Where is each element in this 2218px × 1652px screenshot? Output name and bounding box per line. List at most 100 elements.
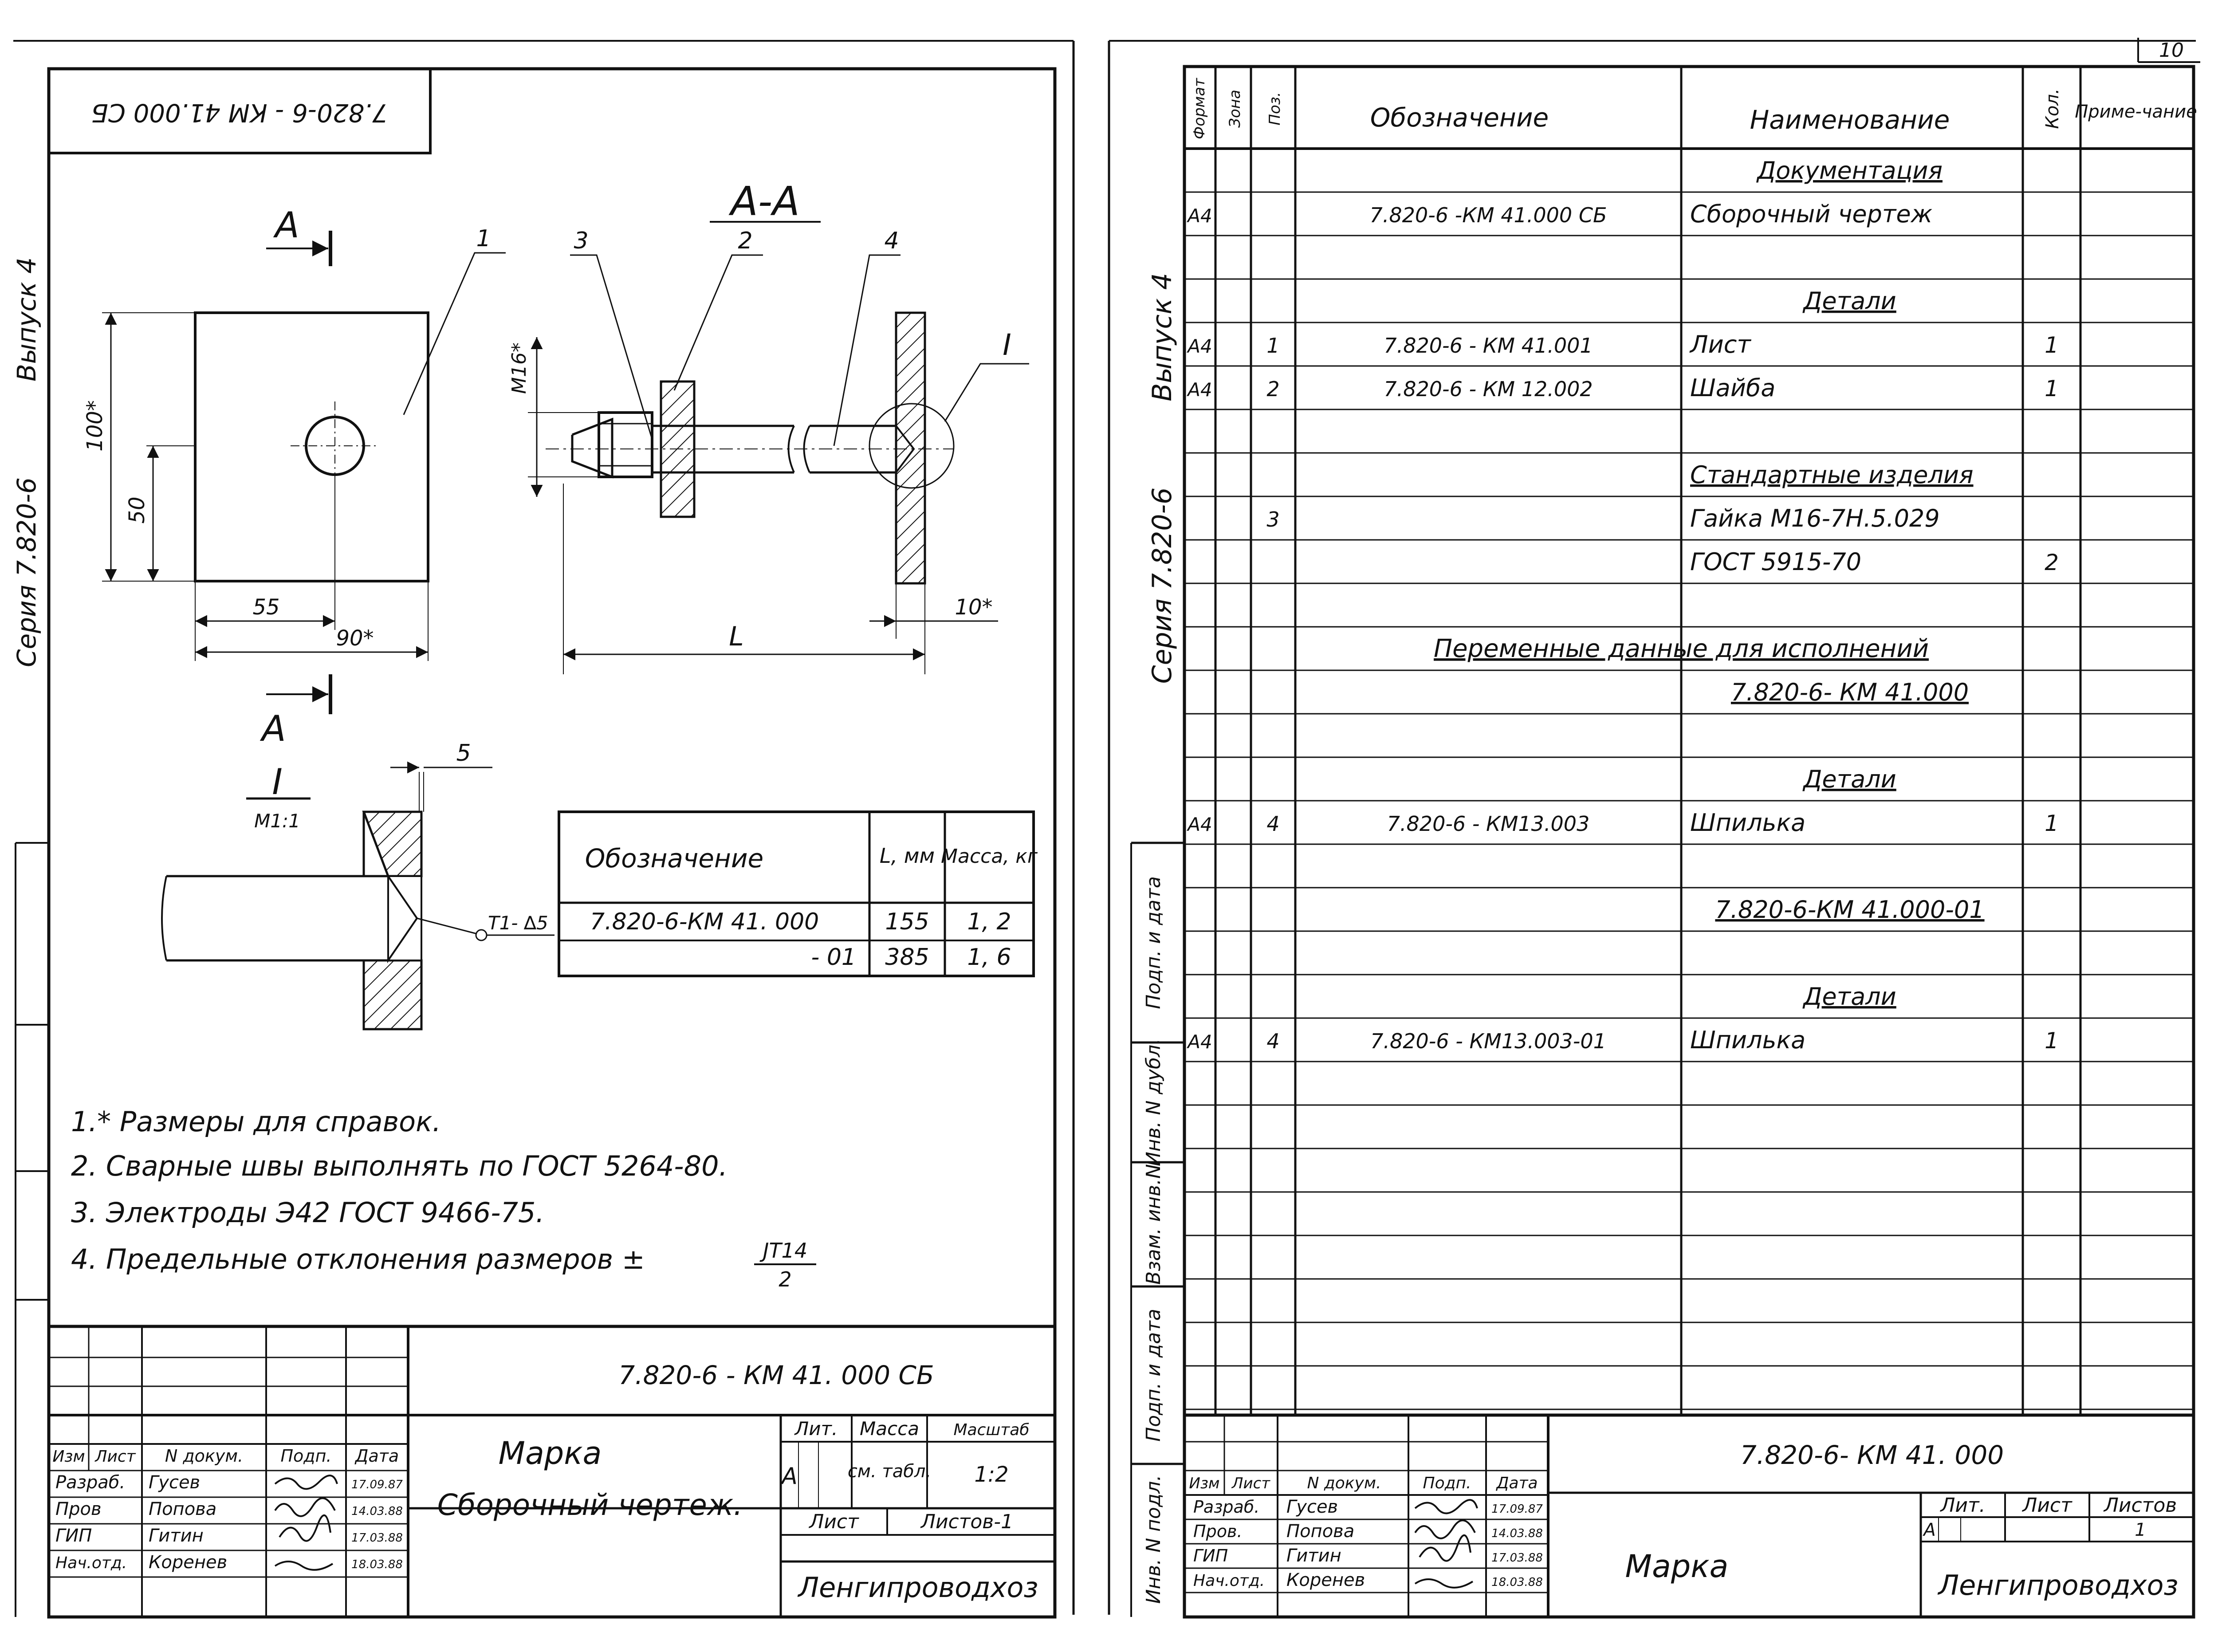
left-tb-date-1: 17.09.87 bbox=[351, 1478, 403, 1491]
right-tb-role-1: Разраб. bbox=[1193, 1497, 1259, 1517]
spec-h-zone: Зона bbox=[1226, 90, 1244, 128]
spec-qty: 1 bbox=[2045, 1028, 2059, 1054]
spec-qty: 1 bbox=[2045, 332, 2059, 358]
dim-10-text: 10* bbox=[955, 595, 992, 620]
left-tb-lit-value: А bbox=[780, 1463, 798, 1490]
right-title-block bbox=[1184, 1413, 2194, 1617]
callout-detail-I: I bbox=[1003, 328, 1011, 362]
right-tb-h-sign: Подп. bbox=[1423, 1474, 1471, 1492]
left-tb-scale-label: Масштаб bbox=[953, 1421, 1029, 1439]
left-tb-mass-label: Масса bbox=[860, 1418, 919, 1440]
left-tb-mass-value: см. табл. bbox=[848, 1461, 931, 1482]
right-tb-org: Ленгипроводхоз bbox=[1938, 1569, 2179, 1601]
spec-designation: 7.820-6 - КМ13.003 bbox=[1387, 812, 1590, 836]
spec-name: Гайка М16-7Н.5.029 bbox=[1690, 504, 1940, 532]
stamp-code: 7.820-6 - КМ 41.000 СБ bbox=[91, 98, 388, 127]
right-strip-label-4: Подп. и дата bbox=[1142, 1309, 1165, 1442]
right-tb-h-izm: Изм bbox=[1189, 1475, 1219, 1492]
right-tb-h-doc: N докум. bbox=[1307, 1474, 1381, 1492]
right-tb-title: Марка bbox=[1625, 1548, 1729, 1585]
detail-view bbox=[161, 761, 554, 1031]
note-2: 2. Сварные швы выполнять по ГОСТ 5264-80… bbox=[71, 1150, 728, 1182]
page-number-box: 10 bbox=[2137, 38, 2200, 63]
callout-4: 4 bbox=[884, 228, 899, 254]
right-tb-lit-label: Лит. bbox=[1939, 1494, 1985, 1517]
dim-50-text: 50 bbox=[125, 496, 149, 523]
left-tb-sheets-label: Листов-1 bbox=[920, 1510, 1013, 1533]
spec-format: А4 bbox=[1186, 1031, 1212, 1053]
spec-name: Документация bbox=[1756, 157, 1943, 185]
spec-h-name: Наименование bbox=[1750, 105, 1950, 135]
spec-table bbox=[1184, 67, 2194, 1415]
var-header-mass: Масса, кг bbox=[941, 845, 1038, 868]
right-tb-date-2: 14.03.88 bbox=[1491, 1527, 1543, 1540]
callout-1: 1 bbox=[476, 225, 491, 252]
section-arrow-label-bottom: А bbox=[260, 708, 286, 749]
var-row1-length: 155 bbox=[885, 909, 929, 935]
right-signatures bbox=[1414, 1499, 1478, 1589]
left-tb-title-1: Марка bbox=[499, 1435, 602, 1471]
left-tb-date-4: 18.03.88 bbox=[351, 1558, 403, 1571]
spec-qty: 1 bbox=[2045, 810, 2059, 836]
spec-h-pos: Поз. bbox=[1266, 92, 1284, 125]
spec-name: Детали bbox=[1802, 983, 1896, 1011]
spec-name: Шайба bbox=[1690, 374, 1775, 402]
dim-55-text: 55 bbox=[252, 595, 279, 620]
right-tb-doc-code: 7.820-6- КМ 41. 000 bbox=[1740, 1440, 2004, 1470]
dim-90-text: 90* bbox=[336, 626, 374, 651]
spec-format: А4 bbox=[1186, 205, 1212, 227]
tolerance-numerator: JT14 bbox=[759, 1239, 807, 1263]
section-a-a bbox=[528, 221, 1029, 674]
callout-2: 2 bbox=[738, 228, 752, 254]
left-tb-date-2: 14.03.88 bbox=[351, 1505, 403, 1518]
right-tb-role-4: Нач.отд. bbox=[1193, 1572, 1265, 1590]
left-sheet bbox=[13, 40, 1075, 1619]
right-tb-date-4: 18.03.88 bbox=[1491, 1576, 1543, 1589]
left-tb-h-date: Дата bbox=[354, 1446, 399, 1466]
var-row1-designation: 7.820-6-КМ 41. 000 bbox=[590, 909, 819, 935]
spec-h-qty: Кол. bbox=[2042, 88, 2063, 129]
right-strip-label-3: Взам. инв.N bbox=[1142, 1164, 1165, 1285]
var-row1-mass: 1, 2 bbox=[967, 909, 1011, 935]
signatures bbox=[274, 1475, 338, 1571]
left-tb-role-4: Нач.отд. bbox=[55, 1554, 127, 1572]
right-strip-label-1: Подп. и дата bbox=[1142, 876, 1165, 1009]
left-tb-h-list: Лист bbox=[94, 1447, 136, 1466]
right-tb-sheet-label: Лист bbox=[2021, 1494, 2072, 1517]
spec-position: 4 bbox=[1266, 812, 1279, 836]
spec-h-note: Приме-чание bbox=[2075, 102, 2197, 122]
dim-100-text: 100* bbox=[83, 400, 107, 452]
spec-name: ГОСТ 5915-70 bbox=[1690, 548, 1861, 576]
spec-name: Стандартные изделия bbox=[1690, 461, 1974, 489]
var-row2-mass: 1, 6 bbox=[967, 944, 1011, 971]
var-header-length: L, мм bbox=[880, 844, 935, 868]
right-strip-label-2: Инв. N дубл. bbox=[1142, 1038, 1165, 1166]
left-tb-date-3: 17.03.88 bbox=[351, 1531, 403, 1545]
spec-name: Детали bbox=[1802, 287, 1896, 315]
spec-format: А4 bbox=[1186, 814, 1212, 835]
left-side-series: Серия 7.820-6 bbox=[12, 477, 42, 667]
variant-table bbox=[558, 810, 1035, 977]
spec-span-heading: Переменные данные для исполнений bbox=[1434, 634, 1929, 663]
spec-designation: 7.820-6 -КМ 41.000 СБ bbox=[1370, 203, 1607, 227]
spec-designation: 7.820-6 - КМ 41.001 bbox=[1384, 334, 1593, 358]
right-tb-lit-value: А bbox=[1922, 1520, 1935, 1540]
dim-L-text: L bbox=[729, 621, 743, 652]
right-sheet-frame bbox=[1108, 40, 2196, 1619]
left-tb-sheet-label: Лист bbox=[808, 1510, 859, 1533]
spec-name: Лист bbox=[1689, 330, 1751, 358]
tolerance-denominator: 2 bbox=[779, 1267, 791, 1291]
left-tb-h-izm: Изм bbox=[52, 1447, 85, 1466]
spec-h-format: Формат bbox=[1191, 78, 1208, 139]
left-tb-role-2: Пров bbox=[55, 1499, 102, 1519]
var-header-designation: Обозначение bbox=[585, 843, 763, 873]
spec-name: 7.820-6- КМ 41.000 bbox=[1731, 678, 1969, 706]
note-4: 4. Предельные отклонения размеров ± bbox=[71, 1243, 645, 1275]
left-tb-scale-value: 1:2 bbox=[974, 1462, 1008, 1487]
note-3: 3. Электроды Э42 ГОСТ 9466-75. bbox=[71, 1196, 544, 1229]
spec-position: 3 bbox=[1266, 507, 1279, 531]
right-tb-role-2: Пров. bbox=[1193, 1522, 1242, 1541]
spec-name: 7.820-6-КМ 41.000-01 bbox=[1715, 896, 1984, 924]
var-row2-designation: - 01 bbox=[811, 944, 856, 971]
